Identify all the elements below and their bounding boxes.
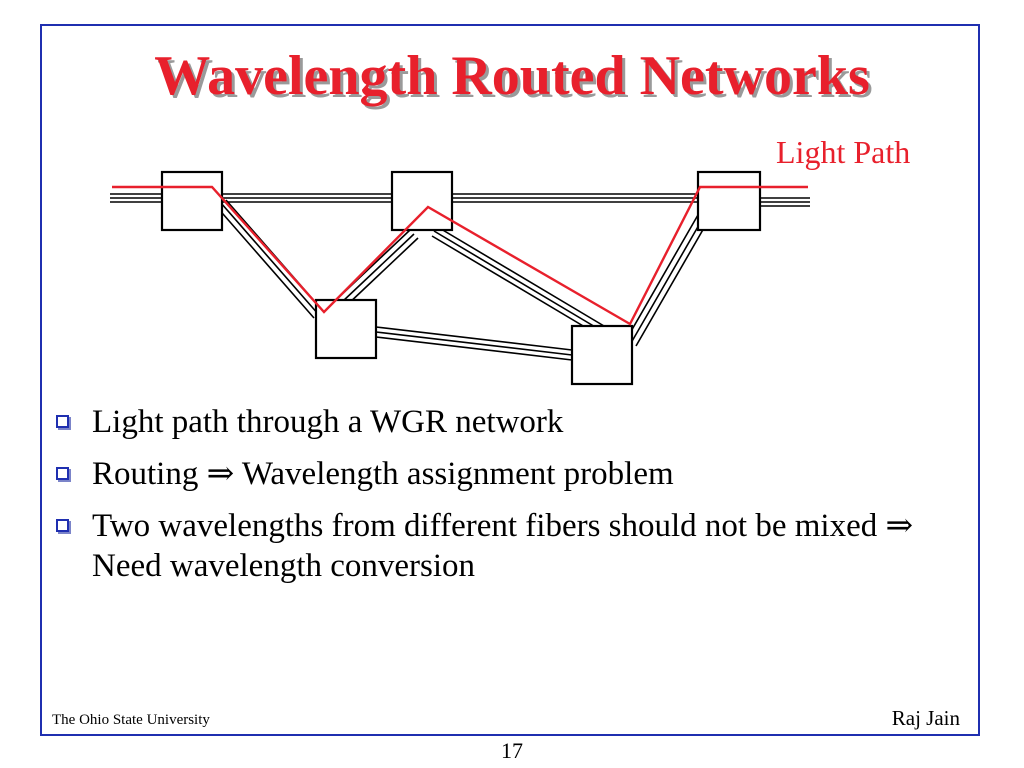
fiber-right-stub bbox=[760, 197, 810, 207]
node-1 bbox=[160, 170, 224, 232]
square-bullet-icon bbox=[56, 519, 69, 532]
bullet-item: Light path through a WGR network bbox=[54, 402, 954, 442]
footer-author: Raj Jain bbox=[891, 706, 960, 730]
bullet-item: Two wavelengths from different fibers sh… bbox=[54, 506, 954, 586]
slide-title: Wavelength Routed Networks bbox=[154, 45, 870, 107]
node-3 bbox=[696, 170, 762, 232]
node-5 bbox=[570, 324, 634, 386]
square-bullet-icon bbox=[56, 415, 69, 428]
fiber-n2-n5 bbox=[431, 225, 605, 337]
fiber-n4-n5 bbox=[375, 326, 573, 361]
light-path-label: Light Path bbox=[776, 134, 911, 170]
nodes bbox=[160, 170, 762, 386]
footer-institution: The Ohio State University bbox=[52, 712, 210, 728]
fiber-n1-n4 bbox=[215, 199, 325, 319]
light-path-line bbox=[112, 185, 808, 326]
bullet-text: Two wavelengths from different fibers sh… bbox=[92, 508, 914, 584]
square-bullet-icon bbox=[56, 467, 69, 480]
page-number: 17 bbox=[501, 738, 523, 763]
fiber-n1-n2 bbox=[222, 193, 392, 203]
fiber-n4-n2 bbox=[337, 229, 419, 307]
fiber-n2-n3 bbox=[452, 193, 698, 203]
bullet-item: Routing ⇒ Wavelength assignment problem bbox=[54, 454, 954, 494]
bullet-text: Light path through a WGR network bbox=[92, 404, 564, 440]
bullet-list: Light path through a WGR network Routing… bbox=[54, 402, 954, 598]
bullet-text: Routing ⇒ Wavelength assignment problem bbox=[92, 456, 674, 492]
fiber-left-stub bbox=[110, 193, 162, 203]
slide-frame bbox=[40, 24, 980, 736]
node-4 bbox=[314, 298, 378, 360]
node-2 bbox=[390, 170, 454, 232]
fiber-n5-n3 bbox=[625, 207, 713, 347]
